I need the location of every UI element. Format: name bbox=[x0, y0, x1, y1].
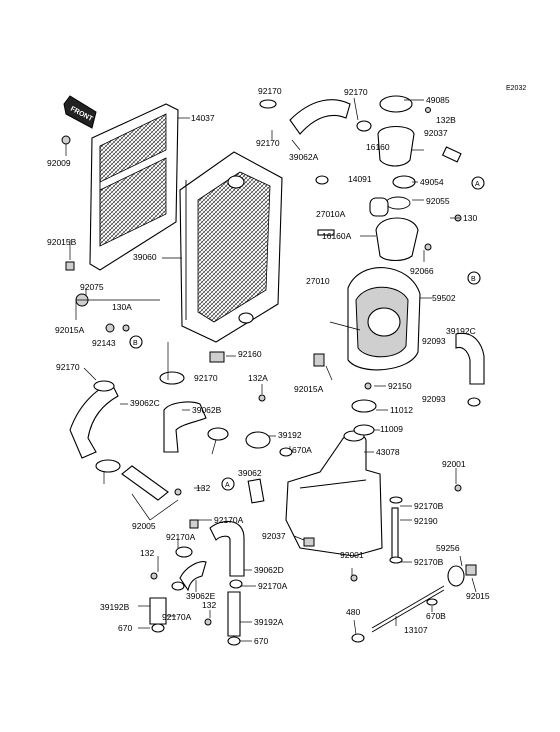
callout-39192b: 39192B bbox=[100, 602, 130, 612]
marker-a-1: A bbox=[475, 181, 480, 188]
leader-lines bbox=[65, 97, 477, 642]
callout-92150: 92150 bbox=[388, 381, 412, 391]
callout-39062a: 39062A bbox=[289, 152, 319, 162]
callout-43078: 43078 bbox=[376, 447, 400, 457]
callout-11012: 11012 bbox=[390, 405, 413, 415]
callout-670a: 670A bbox=[292, 445, 312, 455]
callout-132-3: 132 bbox=[202, 600, 216, 610]
callout-92093-1: 92093 bbox=[422, 336, 446, 346]
radiator-core bbox=[179, 151, 283, 343]
reference-markers: A A B B bbox=[129, 176, 485, 491]
front-direction-arrow: FRONT bbox=[63, 95, 97, 129]
callout-130: 130 bbox=[463, 213, 477, 223]
callout-39192c: 39192C bbox=[446, 326, 476, 336]
callout-92170a-3: 92170A bbox=[258, 581, 288, 591]
callout-92015a-1: 92015A bbox=[55, 325, 85, 335]
callout-16160a: 16160A bbox=[322, 231, 352, 241]
diagram-code: E2032 bbox=[506, 85, 526, 92]
callout-92170a-1: 92170A bbox=[214, 515, 244, 525]
callout-13107: 13107 bbox=[404, 625, 428, 635]
callout-92015: 92015 bbox=[466, 591, 490, 601]
callout-92170-3: 92170 bbox=[56, 362, 80, 372]
callout-39062b: 39062B bbox=[192, 405, 222, 415]
callout-16160: 16160 bbox=[366, 142, 390, 152]
callout-14037: 14037 bbox=[191, 113, 215, 123]
callout-92143: 92143 bbox=[92, 338, 116, 348]
callout-39062e: 39062E bbox=[186, 591, 216, 601]
callout-132a: 132A bbox=[248, 373, 268, 383]
callout-59256: 59256 bbox=[436, 543, 460, 553]
callout-27010: 27010 bbox=[306, 276, 330, 286]
callout-92170-4: 92170 bbox=[194, 373, 218, 383]
callout-49054: 49054 bbox=[420, 177, 444, 187]
hardware-parts bbox=[61, 99, 481, 646]
callout-92037-2: 92037 bbox=[262, 531, 286, 541]
callout-92005: 92005 bbox=[132, 521, 156, 531]
callout-39062c: 39062C bbox=[130, 398, 160, 408]
callout-92066: 92066 bbox=[410, 266, 434, 276]
callout-39192a: 39192A bbox=[254, 617, 284, 627]
callout-39192: 39192 bbox=[278, 430, 302, 440]
callout-132-1: 132 bbox=[196, 483, 210, 493]
hoses bbox=[69, 99, 485, 592]
marker-a-2: A bbox=[225, 482, 230, 489]
fan-shroud bbox=[329, 267, 421, 371]
callout-92170-5: 92170 bbox=[344, 87, 368, 97]
callout-49085: 49085 bbox=[426, 95, 450, 105]
callout-92170-2: 92170 bbox=[256, 138, 280, 148]
callout-11009: 11009 bbox=[380, 424, 403, 434]
callout-92190: 92190 bbox=[414, 516, 438, 526]
callout-92093-2: 92093 bbox=[422, 394, 446, 404]
callout-labels: 14037 92009 92015B 39060 92075 92015A 13… bbox=[47, 86, 490, 646]
callout-92170a-2: 92170A bbox=[166, 532, 196, 542]
callout-59502: 59502 bbox=[432, 293, 456, 303]
callout-92170-1: 92170 bbox=[258, 86, 282, 96]
callout-39062: 39062 bbox=[238, 468, 262, 478]
callout-132b: 132B bbox=[436, 115, 456, 125]
callout-92170a-4: 92170A bbox=[162, 612, 192, 622]
callout-92055: 92055 bbox=[426, 196, 450, 206]
callout-130a: 130A bbox=[112, 302, 132, 312]
callout-92001-2: 92001 bbox=[340, 550, 364, 560]
callout-14091: 14091 bbox=[348, 174, 372, 184]
callout-670b: 670B bbox=[426, 611, 446, 621]
callout-92037-1: 92037 bbox=[424, 128, 448, 138]
callout-39062d: 39062D bbox=[254, 565, 284, 575]
callout-670-1: 670 bbox=[118, 623, 132, 633]
callout-92160: 92160 bbox=[238, 349, 262, 359]
callout-92001-1: 92001 bbox=[442, 459, 466, 469]
callout-92009: 92009 bbox=[47, 158, 71, 168]
callout-27010a: 27010A bbox=[316, 209, 346, 219]
callout-92015a-2: 92015A bbox=[294, 384, 324, 394]
marker-b-2: B bbox=[471, 276, 476, 283]
radiator-screen bbox=[89, 103, 179, 271]
marker-b-1: B bbox=[133, 340, 138, 347]
callout-132-2: 132 bbox=[140, 548, 154, 558]
callout-39060: 39060 bbox=[133, 252, 157, 262]
callout-92015b: 92015B bbox=[47, 237, 77, 247]
callout-92075: 92075 bbox=[80, 282, 104, 292]
callout-92170b-2: 92170B bbox=[414, 557, 444, 567]
callout-480: 480 bbox=[346, 607, 360, 617]
callout-92170b-1: 92170B bbox=[414, 501, 444, 511]
callout-670-2: 670 bbox=[254, 636, 268, 646]
